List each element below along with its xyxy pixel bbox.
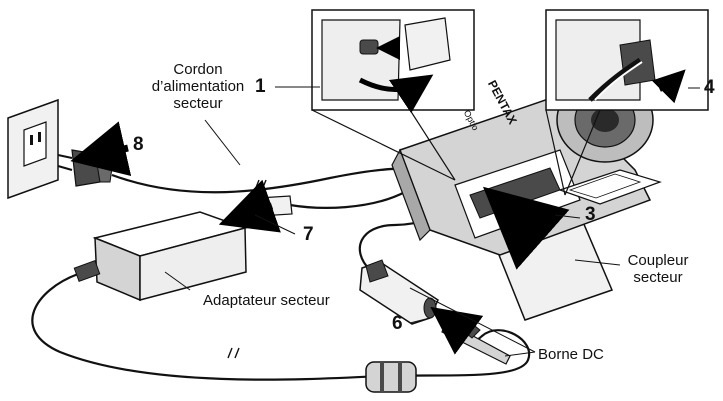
arrow-step-3 (483, 186, 570, 270)
label-ac-coupler-line-2: secteur (633, 269, 683, 286)
leader-step-3 (554, 214, 581, 219)
step-1: 1 (255, 76, 266, 97)
leader-dc-b (504, 351, 536, 357)
step-6: 6 (392, 313, 403, 334)
leader-step-6 (409, 317, 431, 324)
step-8: 8 (133, 134, 144, 155)
label-power-cord-line-2: d’alimentation (151, 78, 245, 95)
arrow-step-7 (218, 179, 281, 233)
wall-outlet (7, 98, 59, 200)
leader-coupler (574, 259, 621, 266)
arrow-step-6 (430, 306, 484, 355)
ac-adapter-box (92, 211, 248, 302)
arrow-step-8 (70, 121, 132, 176)
leader-adapter (164, 271, 191, 291)
label-ac-coupler-line-1: Coupleur (627, 252, 689, 269)
ferrite-core (365, 361, 417, 393)
leader-cord (204, 119, 241, 166)
callout-cable-notch (545, 9, 709, 196)
step-7: 7 (303, 224, 314, 245)
label-power-cord-line-3: secteur (173, 95, 223, 112)
label-ac-coupler: Coupleur secteur (618, 252, 698, 286)
leader-step-7 (254, 214, 296, 235)
label-dc-terminal: Borne DC (538, 346, 604, 363)
callout-latch (311, 9, 475, 181)
label-ac-adapter: Adaptateur secteur (203, 292, 330, 309)
label-power-cord-line-1: Cordon (173, 61, 223, 78)
step-4: 4 (704, 77, 715, 98)
dc-plug (441, 321, 511, 365)
step-3: 3 (585, 204, 596, 225)
label-power-cord: Cordon d’alimentation secteur (148, 61, 248, 112)
leader-dc-a (409, 287, 536, 353)
